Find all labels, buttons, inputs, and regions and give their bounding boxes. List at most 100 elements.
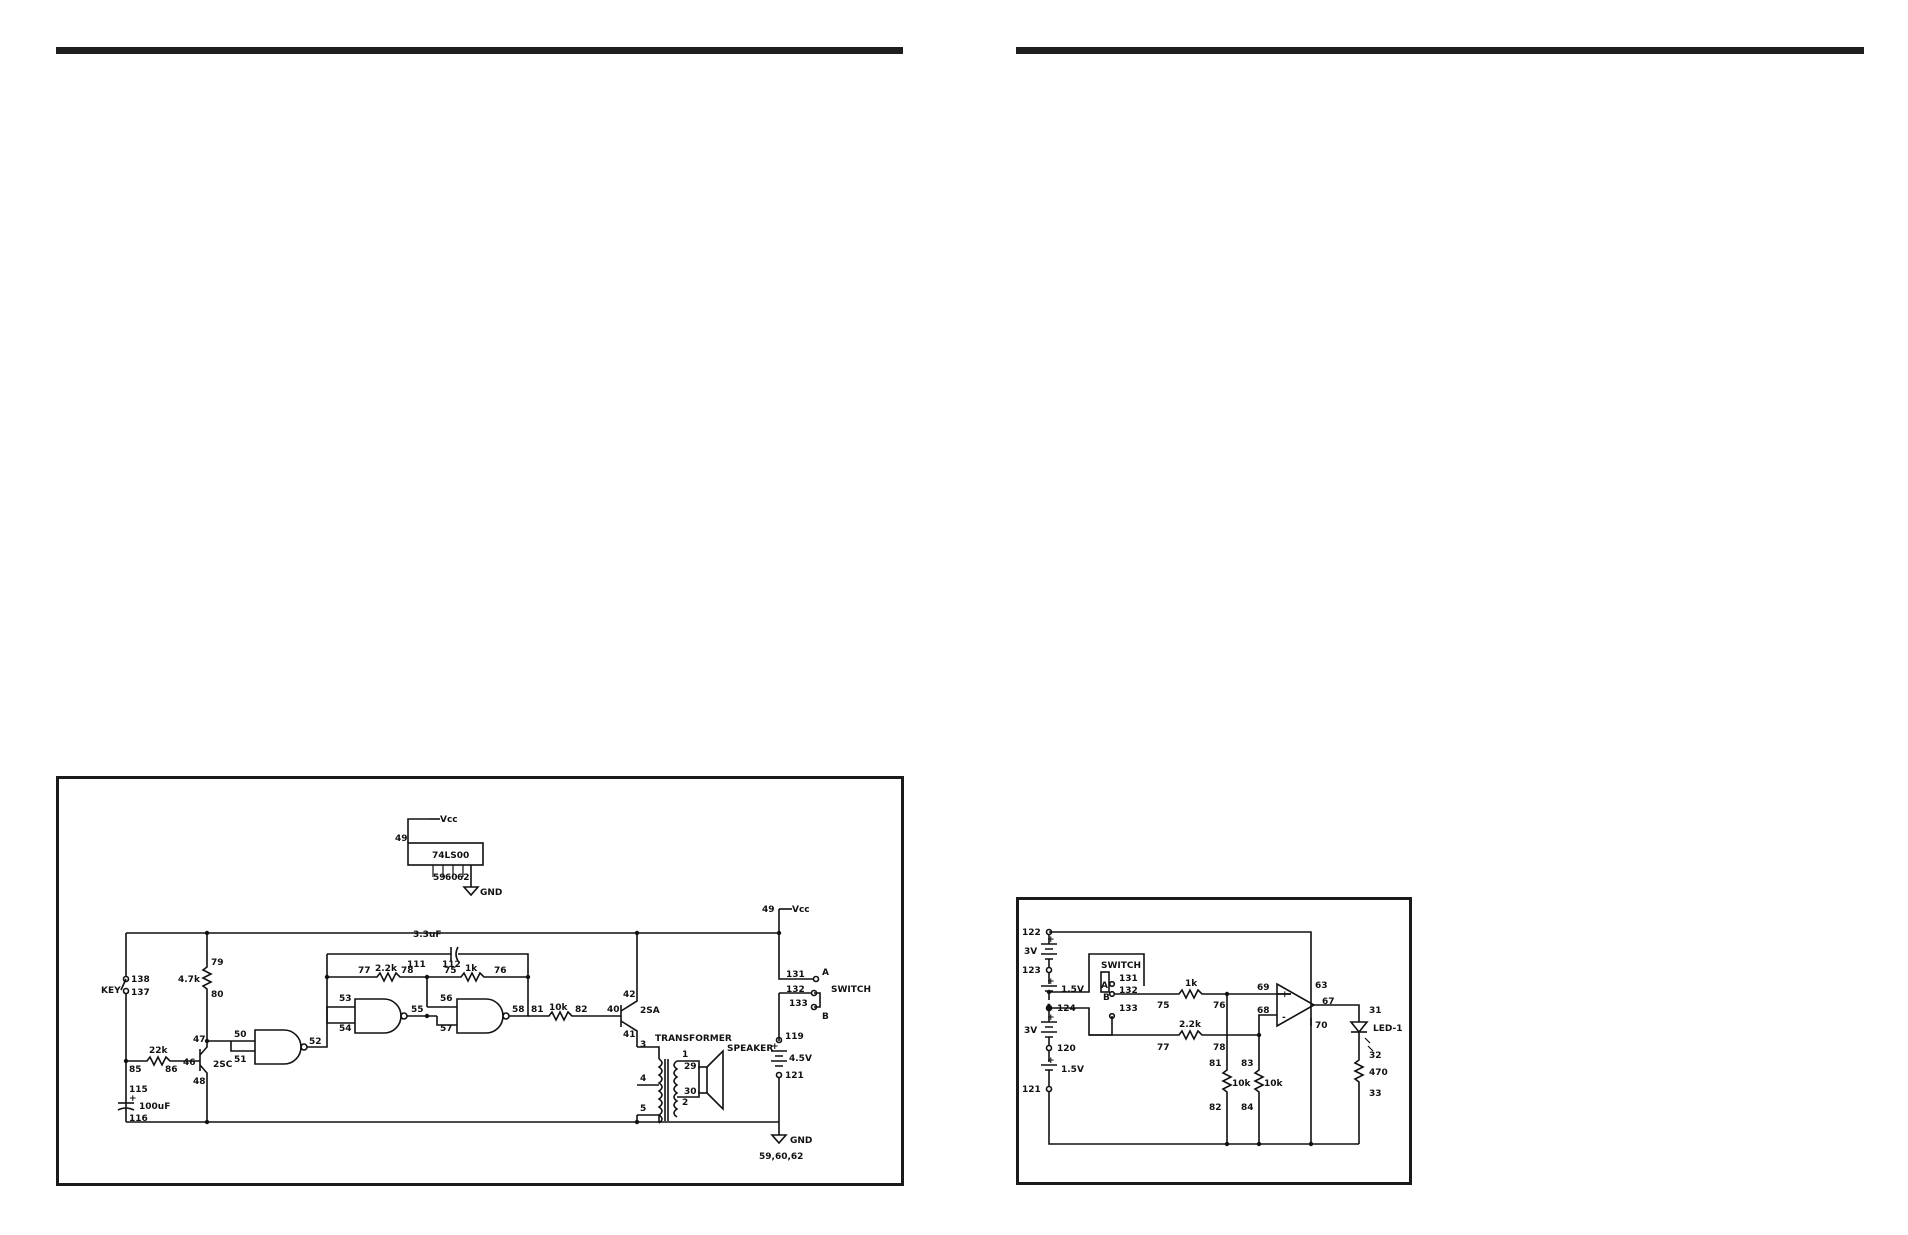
pin-52: 52 [309, 1037, 322, 1047]
resistor-10k-pair: 81 82 83 84 10k 10k [1209, 994, 1284, 1144]
pin-77: 77 [358, 966, 371, 976]
c2-pin-81: 81 [1209, 1059, 1222, 1069]
transistor-2sa: 42 41 2SA [620, 933, 660, 1047]
pin-48: 48 [193, 1077, 206, 1087]
switch-label: SWITCH [831, 985, 871, 995]
resistor-22k: 22k 85 86 [126, 1046, 200, 1075]
key-switch: 138 137 KEY [101, 933, 150, 1122]
pin-49-right: 49 [762, 905, 775, 915]
pin-78: 78 [401, 966, 414, 976]
c2-pin-78: 78 [1213, 1043, 1226, 1053]
battery-1-5v-bottom: 1.5V [1061, 1065, 1084, 1075]
battery-stack: 122 + 3V 123 + 1.5V - 124 + 3V 120 + 1.5… [1022, 928, 1359, 1145]
pin-116: 116 [129, 1114, 148, 1124]
c2-pin-31: 31 [1369, 1006, 1382, 1016]
pin-115: 115 [129, 1085, 148, 1095]
pin-82: 82 [575, 1005, 588, 1015]
c2-r10k-b: 10k [1264, 1079, 1284, 1089]
batt1-plus: + [1047, 935, 1055, 945]
battery-1-5v-top: 1.5V [1061, 985, 1084, 995]
pin-132: 132 [786, 985, 805, 995]
c2-pin-67: 67 [1322, 997, 1335, 1007]
pin-46: 46 [183, 1058, 196, 1068]
switch: B SWITCH A 131 132 133 [1049, 953, 1145, 1036]
ic-label: 74LS00 [432, 851, 469, 861]
pin-56: 56 [440, 994, 453, 1004]
pin-138: 138 [131, 975, 150, 985]
pin-80: 80 [211, 990, 224, 1000]
pin-55: 55 [411, 1005, 424, 1015]
pin-119: 119 [785, 1032, 804, 1042]
resistor-1k: 75 1k 76 [1114, 979, 1291, 1011]
r22k-label: 22k [149, 1046, 169, 1056]
pin-133: 133 [789, 999, 808, 1009]
pin-112: 112 [442, 960, 461, 970]
led-and-resistor: 31 LED-1 32 470 33 [1349, 1006, 1403, 1144]
cap33-label: 3.3uF [413, 930, 442, 940]
pin-29: 29 [684, 1062, 697, 1072]
r47k-label: 4.7k [178, 975, 201, 985]
feedback-network: 3.3uF 111 112 77 2.2k 78 75 1k 76 [324, 930, 531, 1007]
c2-r470-label: 470 [1369, 1068, 1388, 1078]
pin-76: 76 [494, 966, 507, 976]
c2-pin-70: 70 [1315, 1021, 1328, 1031]
pin-4: 4 [640, 1074, 646, 1084]
pin-85: 85 [129, 1065, 142, 1075]
pin-60: 60 [445, 873, 458, 883]
gnd-label-top: GND [480, 888, 502, 898]
pin-51: 51 [234, 1055, 247, 1065]
t2sc-label: 2SC [213, 1060, 233, 1070]
capacitor-100uf: + 115 116 100uF [117, 1085, 170, 1124]
pin-122: 122 [1022, 928, 1041, 938]
pin-54: 54 [339, 1024, 352, 1034]
transformer: 3 4 5 1 29 2 30 TRANSFORMER [636, 1034, 732, 1124]
c2-pin-33: 33 [1369, 1089, 1382, 1099]
c2-pin-77: 77 [1157, 1043, 1170, 1053]
batt-plus: + [771, 1042, 779, 1052]
pin-86: 86 [165, 1065, 178, 1075]
c2-pin-82: 82 [1209, 1103, 1222, 1113]
schematic-frame-left: 74LS00 Vcc 49 GND 59 60 62 Vcc 49 138 13… [56, 776, 904, 1186]
c2-pin-132: 132 [1119, 986, 1138, 996]
pin-3: 3 [640, 1040, 646, 1050]
c2-pin-84: 84 [1241, 1103, 1254, 1113]
junctions [123, 930, 782, 1125]
c2-pin-133: 133 [1119, 1004, 1138, 1014]
pin-79: 79 [211, 958, 224, 968]
opamp-minus: - [1282, 1013, 1286, 1023]
cap100-label: 100uF [139, 1102, 170, 1112]
gnd-label-right: GND [790, 1136, 812, 1146]
pin-121: 121 [785, 1071, 804, 1081]
opamp-plus: + [1281, 990, 1289, 1000]
c2-r1k-label: 1k [1185, 979, 1198, 989]
key-label: KEY [101, 986, 121, 996]
batt4-plus: + [1047, 1056, 1055, 1066]
switch-battery: A 131 132 133 SWITCH B 119 + 4.5V 121 GN… [759, 933, 871, 1162]
transformer-label: TRANSFORMER [655, 1034, 732, 1044]
cap100-plus: + [129, 1094, 137, 1104]
pin-53: 53 [339, 994, 352, 1004]
batt2-plus: + [1047, 977, 1055, 987]
pin-123: 123 [1022, 966, 1041, 976]
batt3-plus: + [1047, 1013, 1055, 1023]
pin-50: 50 [234, 1030, 247, 1040]
ic-74ls00: 74LS00 Vcc 49 GND 59 60 62 [395, 815, 502, 898]
c2-pin-76: 76 [1213, 1001, 1226, 1011]
vcc-label-top: Vcc [440, 815, 458, 825]
pin-57: 57 [440, 1024, 453, 1034]
pin-121-right: 121 [1022, 1085, 1041, 1095]
t2sa-label: 2SA [640, 1006, 660, 1016]
header-rule-right [1016, 47, 1864, 54]
c2-junctions [1046, 989, 1314, 1147]
battery-label: 4.5V [789, 1054, 812, 1064]
op-amp: + - 69 68 63 67 70 [1257, 981, 1360, 1144]
switch-a-label: A [822, 968, 829, 978]
schematic-74ls00-tone-generator: 74LS00 Vcc 49 GND 59 60 62 Vcc 49 138 13… [101, 815, 871, 1162]
r10k-label: 10k [549, 1003, 569, 1013]
pin-2: 2 [682, 1098, 688, 1108]
resistor-10k: 81 10k 82 40 [528, 1003, 621, 1022]
resistor-4-7k: 79 80 4.7k [178, 933, 224, 1041]
c2-switch-a: A [1101, 981, 1108, 991]
pin-58: 58 [512, 1005, 525, 1015]
pin-30: 30 [684, 1087, 697, 1097]
